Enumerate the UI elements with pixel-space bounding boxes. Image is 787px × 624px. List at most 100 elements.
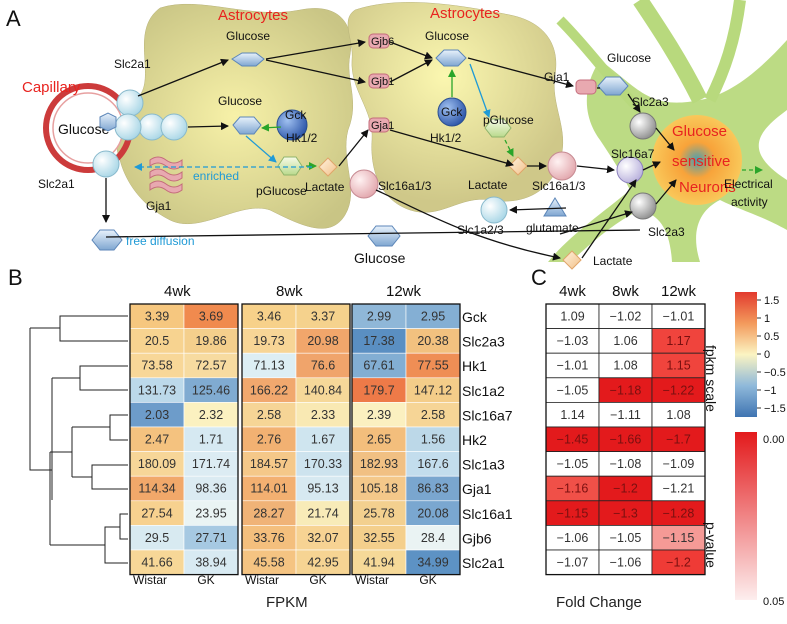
- fold-cell-value: −1.22: [663, 383, 695, 397]
- slc16a13-left-label: Slc16a1/3: [378, 179, 432, 193]
- heat-cell-value: 2.47: [145, 433, 169, 447]
- heat-cell: [183, 352, 239, 379]
- gja1-left-connexin: [149, 156, 183, 194]
- heat-cell-value: 95.13: [307, 482, 338, 496]
- fpkm-tick: 0.5: [764, 331, 779, 343]
- strain-label: Wistar: [133, 573, 167, 587]
- gene-label: Gjb6: [462, 530, 492, 546]
- glucose-neuron-hex: [597, 76, 629, 96]
- group-header: 4wk: [164, 283, 191, 300]
- fold-cell: [651, 401, 706, 428]
- fpkm-tick: −1: [764, 385, 777, 397]
- gja1-mid-connexin: [368, 117, 390, 133]
- fold-cell-value: 1.09: [560, 310, 584, 324]
- fold-cell-value: −1.03: [557, 334, 589, 348]
- pvalue-legend-bar: [735, 432, 757, 600]
- fold-cell-value: −1.15: [663, 531, 695, 545]
- heat-cell: [241, 402, 297, 428]
- fold-cell-value: −1.01: [557, 359, 589, 373]
- heat-cell-value: 2.58: [257, 408, 281, 422]
- heat-cell-value: 2.76: [257, 433, 281, 447]
- glucose-neuron-label: Glucose: [607, 51, 651, 65]
- heat-cell-value: 1.67: [311, 433, 335, 447]
- heat-cell-value: 171.74: [192, 457, 230, 471]
- heat-cell: [183, 451, 239, 477]
- heat-cell-value: 27.54: [141, 506, 172, 520]
- heat-cell-value: 77.55: [417, 359, 448, 373]
- fpkm-legend-ticks: 1.510.50−0.5−1−1.5: [757, 295, 786, 415]
- free-diffusion-glucose-hex: [91, 229, 123, 251]
- lactate-bottom-diamond: [562, 250, 582, 270]
- heat-cell-value: 34.99: [417, 556, 448, 570]
- heat-cell: [241, 500, 297, 526]
- heat-cell: [295, 402, 351, 428]
- glucose-a1-hex: [231, 52, 265, 67]
- neuron-label-line1: Glucose: [672, 123, 727, 140]
- heat-cell: [295, 303, 351, 329]
- heat-cell-value: 180.09: [138, 457, 176, 471]
- heat-cell-value: 27.71: [195, 531, 226, 545]
- glucose-bottom-label: Glucose: [354, 250, 406, 266]
- enriched-label: enriched: [193, 169, 239, 183]
- strain-label: Wistar: [245, 573, 279, 587]
- fpkm-footer: FPKM: [266, 594, 308, 611]
- gene-label: Gck: [462, 309, 488, 325]
- gck-a1-ball: [276, 109, 308, 141]
- heat-cell-value: 20.5: [145, 334, 169, 348]
- glucose-a2-hex: [435, 49, 467, 67]
- heat-cell-value: 2.95: [421, 310, 445, 324]
- fold-cell-value: −1.05: [557, 457, 589, 471]
- fold-cell-value: −1.07: [557, 556, 589, 570]
- fold-cell: [545, 401, 600, 428]
- heat-cell-value: 21.74: [307, 506, 338, 520]
- fold-cell-value: −1.01: [663, 310, 695, 324]
- fold-cell-value: 1.08: [666, 408, 690, 422]
- gene-label: Slc16a7: [462, 407, 513, 423]
- heat-cell-value: 33.76: [253, 531, 284, 545]
- neuron-label-line2: sensitive: [672, 153, 730, 170]
- heat-cell: [295, 549, 351, 575]
- heat-cell: [405, 402, 461, 428]
- heat-cell: [183, 377, 239, 403]
- heat-cell-value: 170.33: [304, 457, 342, 471]
- fold-cell-value: 1.17: [666, 334, 690, 348]
- slc16a7-label: Slc16a7: [611, 147, 655, 161]
- regulatory-arrows: [134, 63, 763, 174]
- fold-cell: [598, 500, 653, 526]
- heat-cell: [295, 451, 351, 477]
- pathway-arrows: [102, 39, 677, 261]
- group-header: 8wk: [276, 283, 303, 300]
- gck-a1-label: Gck: [285, 108, 307, 122]
- fold-cell-value: −1.05: [557, 383, 589, 397]
- heat-block-border: [241, 303, 351, 576]
- heat-cell: [183, 525, 239, 551]
- pglucose-a1-label: pGlucose: [256, 184, 307, 198]
- fold-cell-value: −1.28: [663, 506, 695, 520]
- fold-cell-value: 1.08: [613, 359, 637, 373]
- heat-cell-value: 2.32: [199, 408, 223, 422]
- heat-cell-value: 45.58: [253, 556, 284, 570]
- heat-cell-value: 125.46: [192, 383, 230, 397]
- heat-cell: [351, 303, 407, 329]
- heat-cell-value: 28.4: [421, 531, 445, 545]
- heat-cell-value: 2.65: [367, 433, 391, 447]
- lactate-a1-diamond: [318, 157, 338, 177]
- gjb6-connexin: [368, 33, 390, 49]
- heat-cell-value: 29.5: [145, 531, 169, 545]
- heat-cell-value: 179.7: [363, 383, 394, 397]
- fold-cell: [651, 451, 706, 477]
- heat-cell: [295, 377, 351, 403]
- slc16a13-left-ball: [349, 169, 379, 199]
- fold-cell-value: −1.16: [557, 482, 589, 496]
- heat-cell-value: 114.34: [138, 482, 175, 496]
- heat-cell-value: 71.13: [253, 359, 284, 373]
- fold-cell-value: −1.06: [557, 531, 589, 545]
- heat-cell-value: 3.46: [257, 310, 281, 324]
- glutamate-triangle: [543, 197, 567, 217]
- fpkm-tick: 1: [764, 313, 770, 325]
- gck-a2-ball: [437, 97, 467, 127]
- glucose-a1-mid-label: Glucose: [218, 94, 262, 108]
- heat-cell-value: 73.58: [141, 359, 172, 373]
- glucose-bottom-hex: [367, 225, 401, 247]
- gene-label: Slc16a1: [462, 506, 513, 522]
